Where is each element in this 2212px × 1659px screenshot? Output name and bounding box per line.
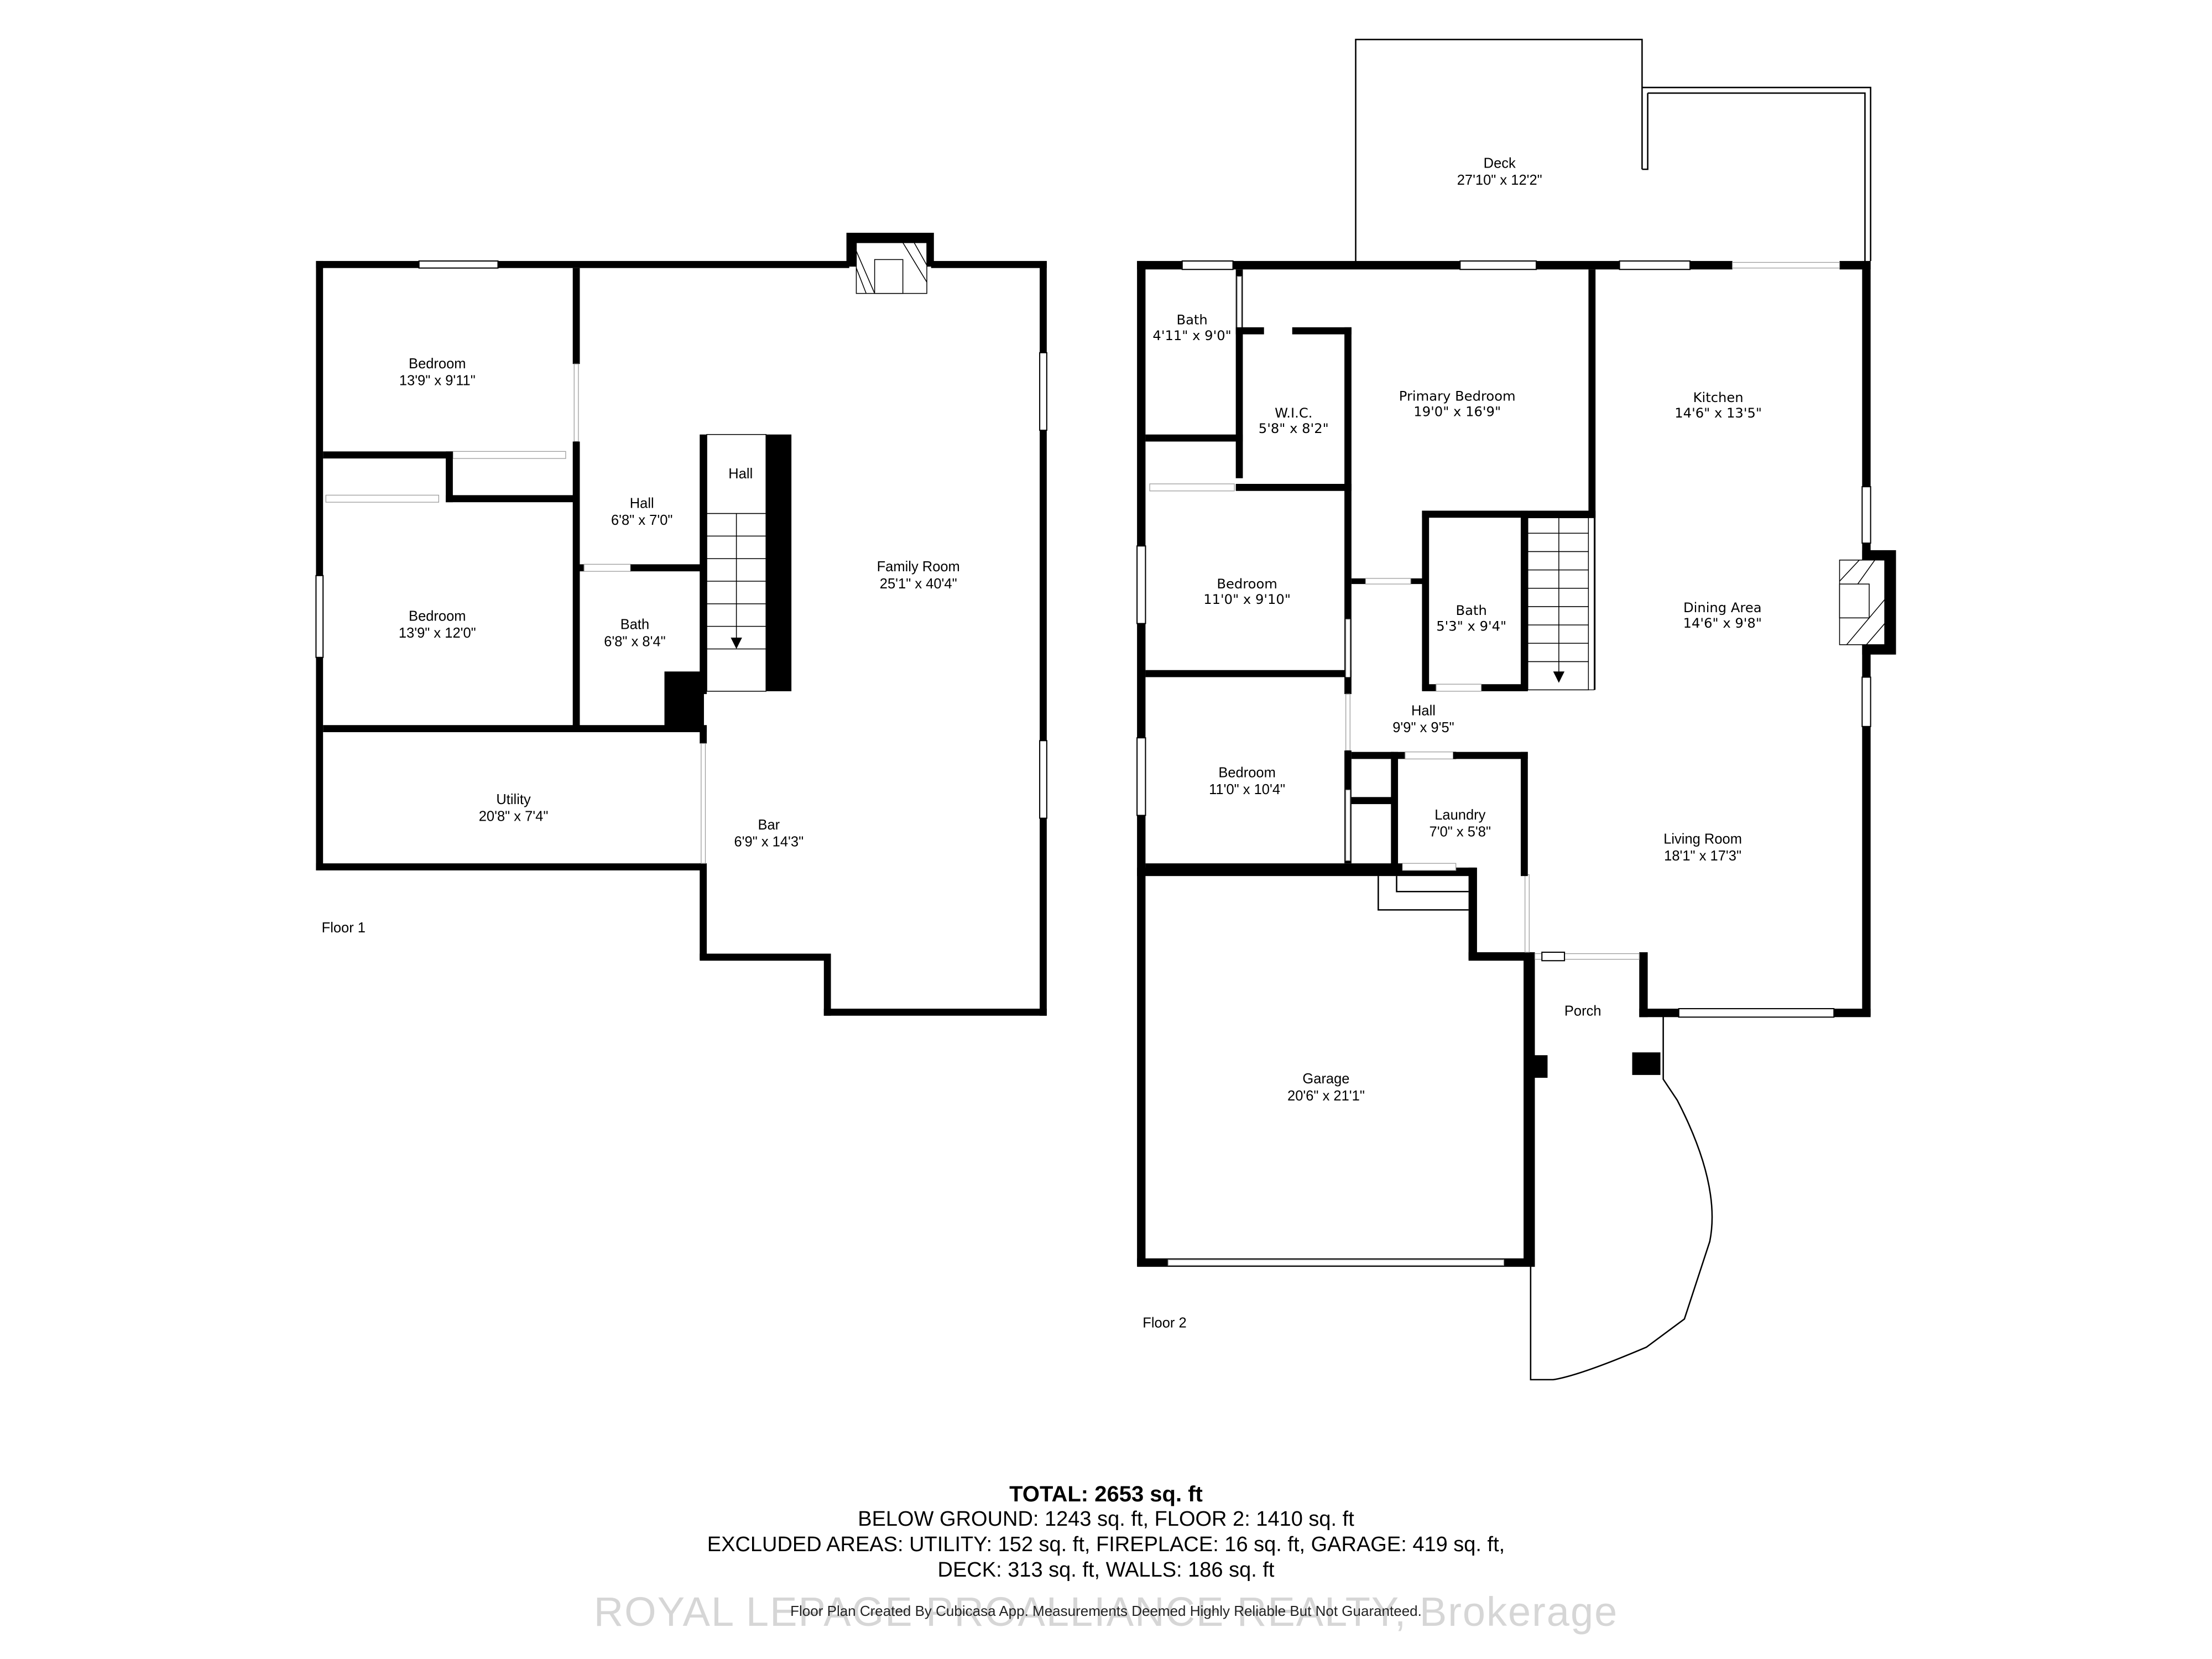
room-dims: 19'0" x 16'9" xyxy=(1413,404,1501,420)
room-name: Primary Bedroom xyxy=(1399,388,1516,404)
fireplace-icon xyxy=(1839,550,1896,655)
window xyxy=(315,575,324,658)
disclaimer: Floor Plan Created By Cubicasa App. Meas… xyxy=(790,1603,1422,1619)
window xyxy=(1861,486,1871,544)
room-name: Hall xyxy=(630,495,654,511)
room-dims: 13'9" x 12'0" xyxy=(399,625,476,641)
room-dims: 9'9" x 9'5" xyxy=(1392,720,1454,735)
room-dims: 11'0" x 9'10" xyxy=(1203,592,1291,607)
window xyxy=(1678,1008,1835,1018)
room-dims: 20'8" x 7'4" xyxy=(479,809,549,825)
porch-walkway xyxy=(1530,1015,1713,1381)
room-name: Deck xyxy=(1484,156,1516,171)
floor-2-plan: Bath 4'11" x 9'0" W.I.C. 5'8" x 8'2" Pri… xyxy=(1136,39,1896,1381)
room-name: Kitchen xyxy=(1693,390,1744,405)
room-dims: 5'3" x 9'4" xyxy=(1436,618,1506,634)
floor-areas: BELOW GROUND: 1243 sq. ft, FLOOR 2: 1410… xyxy=(858,1507,1354,1531)
brokerage-watermark: ROYAL LEPAGE PROALLIANCE REALTY, Brokera… xyxy=(593,1589,1619,1635)
room-name: Porch xyxy=(1564,1004,1601,1019)
room-dims: 13'9" x 9'11" xyxy=(399,373,476,388)
window xyxy=(1039,352,1047,431)
room-dims: 5'8" x 8'2" xyxy=(1259,421,1329,436)
staircase-icon xyxy=(706,434,792,692)
window xyxy=(1619,260,1691,270)
window xyxy=(1181,260,1234,270)
room-name: Bar xyxy=(758,817,780,833)
room-name: Hall xyxy=(1411,703,1436,718)
room-dims: 6'9" x 14'3" xyxy=(734,834,804,850)
floor-label: Floor 2 xyxy=(1142,1316,1186,1331)
fireplace-icon xyxy=(846,232,934,294)
room-dims: 6'8" x 8'4" xyxy=(604,634,666,649)
window xyxy=(1861,676,1871,727)
room-name: Dining Area xyxy=(1683,600,1762,615)
room-dims: 25'1" x 40'4" xyxy=(880,576,957,592)
window xyxy=(1541,951,1566,962)
staircase-icon xyxy=(1527,517,1595,691)
room-dims: 6'8" x 7'0" xyxy=(611,513,673,528)
window xyxy=(418,260,499,269)
room-name: Bedroom xyxy=(1218,765,1275,781)
room-name: Bedroom xyxy=(409,608,466,624)
room-name: Bath xyxy=(620,617,649,633)
total-area: TOTAL: 2653 sq. ft xyxy=(1009,1482,1203,1506)
room-name: Family Room xyxy=(877,559,960,575)
room-dims: 4'11" x 9'0" xyxy=(1152,328,1231,343)
room-dims: 7'0" x 5'8" xyxy=(1430,825,1491,840)
floor-label: Floor 1 xyxy=(322,920,366,936)
room-name: Bedroom xyxy=(409,356,466,372)
room-name: Garage xyxy=(1302,1071,1349,1087)
window xyxy=(1136,545,1146,624)
room-dims: 11'0" x 10'4" xyxy=(1209,782,1285,797)
room-name: W.I.C. xyxy=(1275,405,1312,421)
excluded-areas-cont: DECK: 313 sq. ft, WALLS: 186 sq. ft xyxy=(937,1558,1275,1582)
excluded-areas: EXCLUDED AREAS: UTILITY: 152 sq. ft, FIR… xyxy=(707,1533,1505,1556)
floor-1-plan: Bedroom 13'9" x 9'11" Bedroom 13'9" x 12… xyxy=(315,232,1047,1016)
room-name: Bath xyxy=(1456,603,1487,618)
window xyxy=(1136,737,1146,816)
room-name: Hall xyxy=(728,466,753,482)
room-name: Laundry xyxy=(1434,807,1485,823)
room-dims: 20'6" x 21'1" xyxy=(1287,1088,1365,1104)
room-dims: 18'1" x 17'3" xyxy=(1664,848,1741,864)
room-name: Utility xyxy=(496,792,531,807)
deck-outline xyxy=(1355,39,1871,261)
room-name: Bath xyxy=(1176,312,1207,328)
room-dims: 14'6" x 13'5" xyxy=(1674,405,1762,421)
window xyxy=(1039,740,1047,819)
room-dims: 27'10" x 12'2" xyxy=(1457,173,1542,188)
room-name: Living Room xyxy=(1663,832,1742,847)
window xyxy=(1459,260,1537,270)
room-name: Bedroom xyxy=(1217,576,1277,592)
room-dims: 14'6" x 9'8" xyxy=(1683,615,1762,631)
